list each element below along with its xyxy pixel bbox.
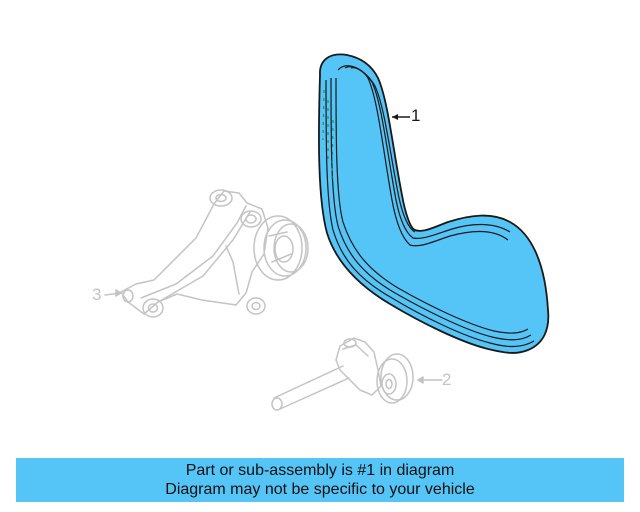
banner-line-1: Part or sub-assembly is #1 in diagram xyxy=(185,462,455,479)
serpentine-belt-icon xyxy=(318,53,550,354)
info-banner: Part or sub-assembly is #1 in diagram Di… xyxy=(16,458,624,502)
banner-line-2: Diagram may not be specific to your vehi… xyxy=(165,481,475,498)
callout-1[interactable]: 1 xyxy=(411,106,421,125)
tensioner-bracket-icon xyxy=(104,189,309,318)
callout-3[interactable]: 3 xyxy=(92,285,102,304)
idler-pulley-icon xyxy=(271,337,443,411)
parts-diagram xyxy=(104,53,550,411)
callout-2[interactable]: 2 xyxy=(442,370,452,389)
